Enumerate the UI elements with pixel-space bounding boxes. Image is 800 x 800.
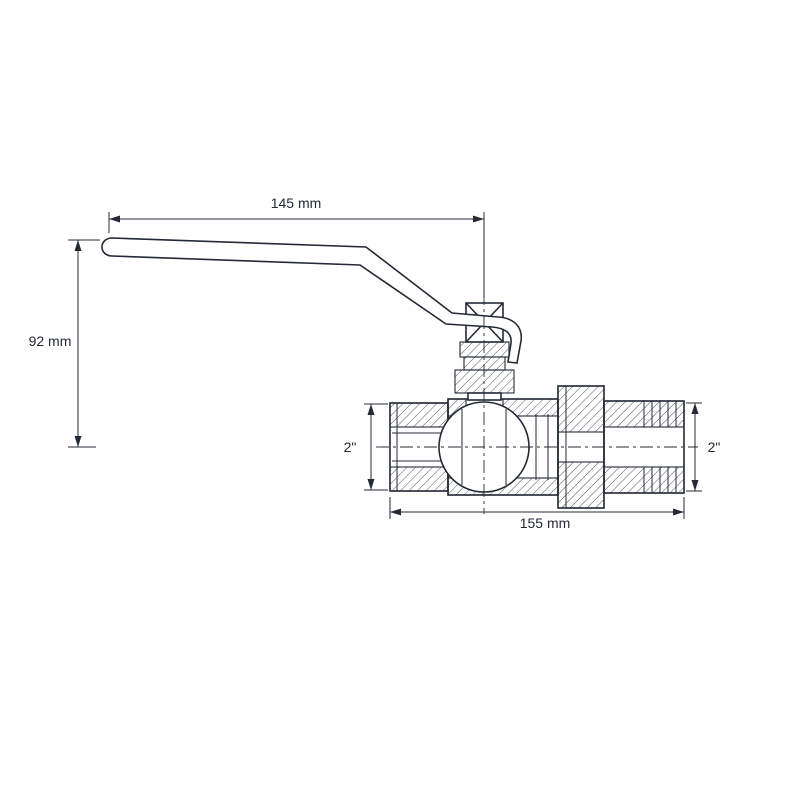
dim-right-port-size: 2" [686,402,721,492]
arrow-left [109,215,120,223]
packing-nut [454,369,515,394]
arrow-right [673,508,684,516]
union-bottom-wall [557,461,605,509]
centerlines [376,292,698,514]
gland-flange [459,341,510,358]
arrow-top [74,240,82,251]
dim-handle-height-label: 92 mm [29,333,72,349]
left-port [389,402,449,492]
arrow-bottom [74,436,82,447]
dim-body-length-label: 155 mm [520,515,571,531]
dimensions: 145 mm 92 mm 2" 2" [29,195,721,531]
dim-body-length: 155 mm [389,497,685,531]
dim-handle-length-label: 145 mm [271,195,322,211]
left-port-top-wall [389,402,449,428]
dim-handle-length: 145 mm [108,195,485,298]
arrow-top [367,404,375,415]
dim-left-port-size: 2" [344,403,388,491]
arrow-left [390,508,401,516]
valve-body [389,385,685,509]
union-top-wall [557,385,605,433]
dim-right-port-label: 2" [708,439,721,455]
arrow-bottom [367,479,375,490]
left-port-bottom-wall [389,466,449,492]
dim-left-port-label: 2" [344,439,357,455]
arrow-bottom [691,480,699,491]
lever-handle [101,237,523,364]
arrow-top [691,403,699,414]
dim-handle-height: 92 mm [29,239,100,448]
arrow-right [473,215,484,223]
union-nut [557,385,605,509]
handle [101,237,523,364]
gland-body [463,356,506,371]
stem-neck [467,392,502,401]
